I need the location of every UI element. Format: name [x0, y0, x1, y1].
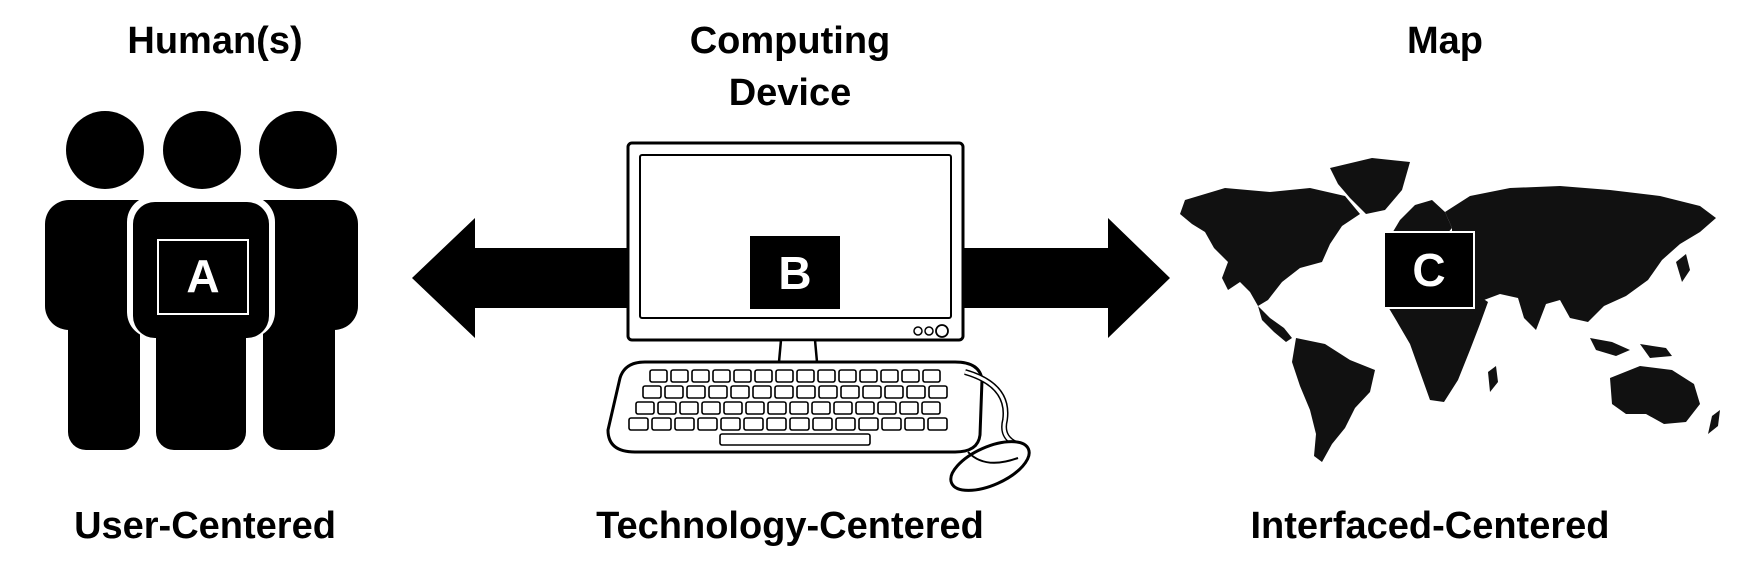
box-b-label: B	[778, 247, 811, 299]
keyboard-key	[635, 401, 655, 415]
continent-north-america	[1180, 188, 1360, 306]
keyboard-key	[657, 401, 677, 415]
keyboard-key	[899, 401, 919, 415]
box-b: B	[750, 236, 840, 309]
keyboard-keys	[628, 369, 948, 446]
keyboard-spacebar	[719, 433, 871, 446]
keyboard-key	[649, 369, 668, 383]
title-humans: Human(s)	[127, 20, 303, 62]
keyboard-key	[708, 385, 728, 399]
keyboard-key	[679, 401, 699, 415]
keyboard-key	[642, 385, 662, 399]
keyboard-key	[670, 369, 689, 383]
keyboard-key	[859, 369, 878, 383]
keyboard-key	[743, 417, 764, 431]
arrow-left-icon	[412, 218, 630, 338]
title-computing-device-line2: Device	[728, 72, 852, 114]
keyboard-key	[767, 401, 787, 415]
keyboard-key	[817, 369, 836, 383]
desktop-computer-icon	[606, 141, 1031, 492]
caption-user-centered: User-Centered	[74, 505, 336, 547]
box-c: C	[1383, 231, 1475, 309]
keyboard-key	[818, 385, 838, 399]
continent-greenland	[1330, 158, 1410, 214]
keyboard-key	[697, 417, 718, 431]
keyboard-key	[686, 385, 706, 399]
caption-technology-centered: Technology-Centered	[596, 505, 984, 547]
keyboard-key	[881, 417, 902, 431]
keyboard-key	[733, 369, 752, 383]
keyboard-key	[789, 401, 809, 415]
world-map-icon	[1180, 158, 1720, 462]
keyboard-key	[838, 369, 857, 383]
keyboard-key	[833, 401, 853, 415]
caption-interfaced-centered: Interfaced-Centered	[1250, 505, 1610, 547]
keyboard-key	[880, 369, 899, 383]
keyboard-key	[691, 369, 710, 383]
keyboard-key	[921, 401, 941, 415]
keyboard-key	[674, 417, 695, 431]
box-a: A	[157, 239, 249, 315]
keyboard-key	[723, 401, 743, 415]
keyboard-key	[720, 417, 741, 431]
keyboard-key	[766, 417, 787, 431]
title-map: Map	[1407, 20, 1483, 62]
keyboard-key	[840, 385, 860, 399]
keyboard-key	[811, 401, 831, 415]
keyboard-key	[775, 369, 794, 383]
people-icon	[45, 111, 358, 458]
continent-asia	[1445, 186, 1716, 330]
continent-south-america	[1292, 338, 1375, 462]
keyboard-key	[906, 385, 926, 399]
keyboard-key	[884, 385, 904, 399]
keyboard-key	[858, 417, 879, 431]
keyboard-key	[701, 401, 721, 415]
keyboard-key	[796, 385, 816, 399]
keyboard-key	[835, 417, 856, 431]
keyboard-key	[754, 369, 773, 383]
keyboard-key	[664, 385, 684, 399]
keyboard-key	[651, 417, 672, 431]
box-c-label: C	[1412, 244, 1445, 296]
keyboard-key	[796, 369, 815, 383]
title-computing-device-line1: Computing	[689, 20, 891, 62]
keyboard-key	[901, 369, 920, 383]
box-a-label: A	[186, 250, 219, 302]
keyboard-key	[730, 385, 750, 399]
keyboard-key	[774, 385, 794, 399]
keyboard-key	[904, 417, 925, 431]
keyboard-key	[628, 417, 649, 431]
keyboard-key	[789, 417, 810, 431]
arrow-right-icon	[955, 218, 1170, 338]
keyboard-key	[855, 401, 875, 415]
keyboard-key	[922, 369, 941, 383]
continent-australia	[1610, 366, 1700, 424]
keyboard-key	[877, 401, 897, 415]
title-computing-device: Computing Device	[640, 15, 940, 119]
keyboard-key	[712, 369, 731, 383]
keyboard-key	[862, 385, 882, 399]
keyboard-key	[927, 417, 948, 431]
keyboard-key	[752, 385, 772, 399]
keyboard-key	[812, 417, 833, 431]
keyboard-key	[745, 401, 765, 415]
mouse-icon	[949, 440, 1031, 492]
keyboard-key	[928, 385, 948, 399]
